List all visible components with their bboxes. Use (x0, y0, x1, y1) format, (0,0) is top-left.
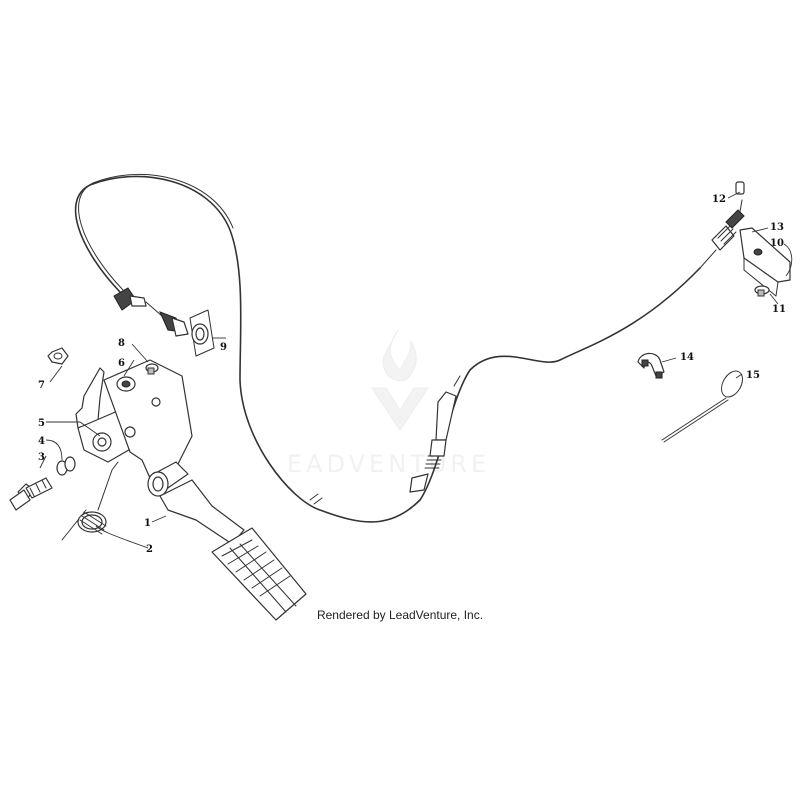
callout-7: 7 (38, 380, 45, 391)
callout-8: 8 (118, 338, 125, 349)
render-credit: Rendered by LeadVenture, Inc. (316, 608, 484, 622)
cable-end-left (113, 287, 189, 337)
leaders (39, 191, 793, 549)
callout-9: 9 (220, 342, 227, 353)
callout-3: 3 (38, 452, 45, 463)
callout-15: 15 (746, 370, 760, 381)
part-3-bolt (9, 477, 53, 511)
part-15-cable-tie (661, 370, 743, 443)
part-13-bracket (739, 227, 791, 297)
part-8-screw (145, 363, 159, 375)
part-2-spring (61, 461, 119, 541)
callout-14: 14 (680, 352, 694, 363)
callout-5: 5 (38, 418, 45, 429)
part-11-screw (754, 285, 770, 297)
callout-11: 11 (772, 304, 786, 315)
watermark-logo: EADVENTURE (287, 329, 490, 478)
part-1-pedal-assembly (75, 359, 307, 621)
callout-2: 2 (146, 544, 153, 555)
cable-end-right (711, 181, 745, 251)
watermark-text: EADVENTURE (287, 450, 490, 478)
part-6-bushing (116, 376, 136, 392)
part-9-clip (189, 309, 215, 357)
callout-12: 12 (712, 194, 726, 205)
callout-6: 6 (118, 358, 125, 369)
callout-13: 13 (770, 222, 784, 233)
callout-1: 1 (144, 518, 151, 529)
throttle-cable (74, 173, 717, 523)
part-4-washers (56, 456, 76, 476)
callout-4: 4 (38, 436, 45, 447)
part-7-nut (47, 347, 69, 365)
callout-10: 10 (770, 238, 784, 249)
part-14-clip (637, 352, 665, 379)
